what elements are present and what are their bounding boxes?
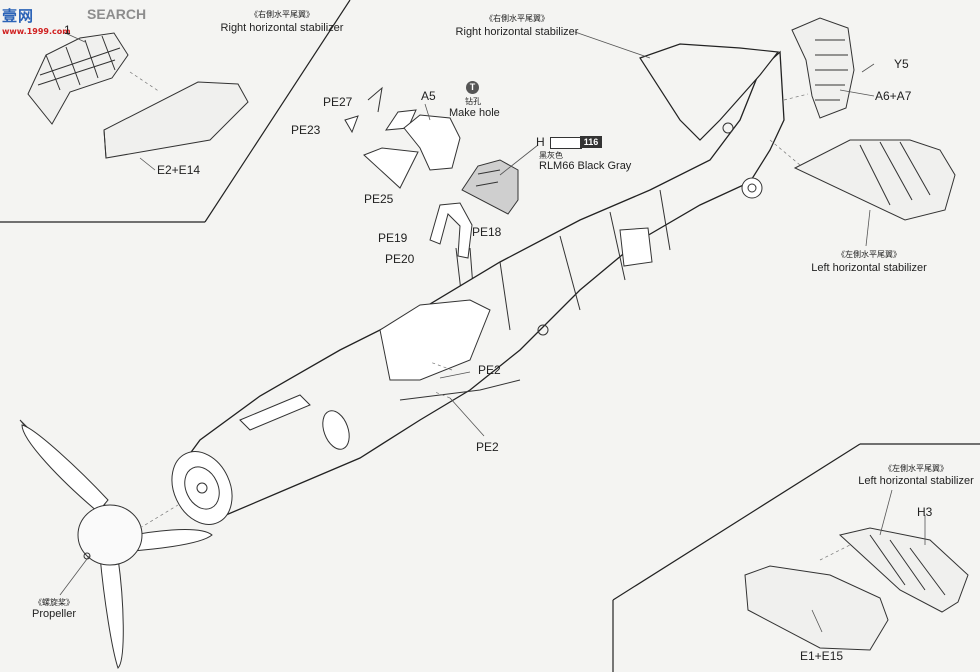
bottom-right-stabilizer-part bbox=[838, 527, 969, 613]
label-color-cn: 黑灰色 bbox=[539, 151, 563, 160]
tail-wheel bbox=[741, 177, 763, 199]
label-right-stab-cn-1: 《右側水平尾翼》 bbox=[250, 10, 314, 19]
label-propeller-en: Propeller bbox=[31, 608, 77, 620]
watermark: 壹网 SEARCH www.1999.com bbox=[0, 3, 160, 37]
leader-lines bbox=[59, 31, 926, 633]
label-right-stab-en-1: Right horizontal stabilizer bbox=[220, 22, 344, 34]
label-propeller-cn: 《螺旋桨》 bbox=[34, 598, 74, 607]
fuselage bbox=[177, 50, 785, 521]
label-pe19: PE19 bbox=[378, 231, 408, 245]
label-right-stab-cn-2: 《右側水平尾翼》 bbox=[485, 14, 549, 23]
canopy-frame-parts bbox=[344, 86, 461, 189]
watermark-search: SEARCH bbox=[87, 6, 147, 22]
label-pe27: PE27 bbox=[323, 95, 353, 109]
label-left-stab-en-1: Left horizontal stabilizer bbox=[811, 262, 927, 274]
label-drill-cn: 钻孔 bbox=[465, 97, 481, 106]
label-e2-e14: E2+E14 bbox=[157, 163, 201, 177]
canopy-part bbox=[461, 159, 519, 215]
watermark-logo: 壹网 bbox=[2, 7, 35, 25]
label-make-hole: Make hole bbox=[449, 107, 500, 119]
watermark-url: www.1999.com bbox=[2, 27, 71, 36]
label-h3: H3 bbox=[917, 505, 933, 519]
label-h-part: H bbox=[536, 135, 545, 149]
label-color-en: RLM66 Black Gray bbox=[539, 160, 632, 172]
fin-and-rudder bbox=[639, 43, 780, 141]
top-left-stabilizer-part bbox=[27, 32, 129, 125]
label-y5: Y5 bbox=[894, 57, 909, 71]
label-left-stab-en-2: Left horizontal stabilizer bbox=[858, 475, 974, 487]
top-left-elevator-part bbox=[103, 81, 249, 159]
engine-nose bbox=[171, 410, 350, 525]
propeller bbox=[19, 419, 213, 669]
inset-frame-top-left bbox=[0, 0, 351, 223]
inset-frame-bottom-right bbox=[612, 443, 980, 672]
label-e1-e15: E1+E15 bbox=[800, 649, 844, 663]
label-pe2-b: PE2 bbox=[476, 440, 499, 454]
label-a6-a7: A6+A7 bbox=[875, 89, 912, 103]
label-top-left-part: 1 bbox=[64, 23, 71, 37]
label-pe23: PE23 bbox=[291, 123, 321, 137]
drill-icon: T bbox=[466, 81, 479, 94]
color-code: 116 bbox=[580, 136, 602, 148]
assembly-dash-lines bbox=[129, 71, 851, 561]
label-right-stab-en-2: Right horizontal stabilizer bbox=[455, 26, 579, 38]
label-left-stab-cn-1: 《左側水平尾翼》 bbox=[837, 250, 901, 259]
label-pe20: PE20 bbox=[385, 252, 415, 266]
label-left-stab-cn-2: 《左側水平尾翼》 bbox=[884, 464, 948, 473]
bottom-right-elevator-part bbox=[744, 565, 889, 651]
label-pe2-a: PE2 bbox=[478, 363, 501, 377]
label-pe25: PE25 bbox=[364, 192, 394, 206]
label-pe18: PE18 bbox=[472, 225, 502, 239]
color-swatch bbox=[550, 137, 582, 149]
rudder-part bbox=[791, 17, 855, 119]
label-a5: A5 bbox=[421, 89, 436, 103]
left-stabilizer-part bbox=[793, 139, 956, 221]
